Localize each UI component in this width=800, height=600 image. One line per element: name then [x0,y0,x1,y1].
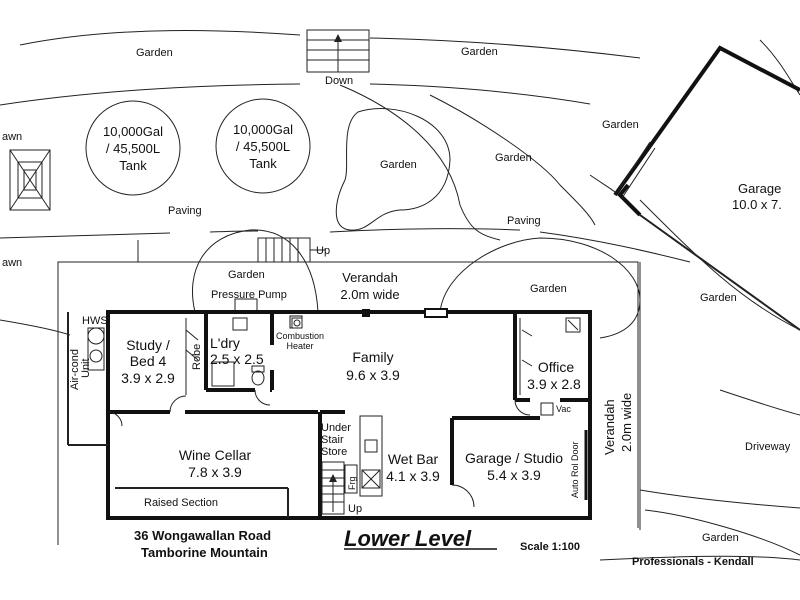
garden-bottom-label: Garden [702,532,739,544]
raised-section-label: Raised Section [144,497,218,509]
driveway-label: Driveway [745,441,791,453]
aircond-label-1: Air-cond [69,349,81,390]
credit-label: Professionals - Kendall [632,556,754,568]
aircond-label-2: Unit [80,358,92,378]
combustion-heater [291,317,303,329]
robe-label: Robe [191,344,203,370]
verandah-right-line1: Verandah [602,399,617,455]
garden-front-label: Garden [228,269,265,281]
auto-roller-door [584,430,590,500]
garden-label-top-left: Garden [136,47,173,59]
office-label-line2: 3.9 x 2.8 [527,376,581,392]
laundry-fixtures [211,317,265,387]
verandah-right-line2: 2.0m wide [619,393,634,452]
water-tank-left [85,100,181,196]
laundry-label-line1: L'dry [210,335,240,351]
garden-bed-kidney [335,108,451,231]
stair-up-inner-label: Up [348,503,362,515]
garage-label-line2: 10.0 x 7. [732,197,782,212]
lawn-feature [9,149,51,211]
under-stair-label-1: Under [321,422,351,434]
tank-right-line1: 10,000Gal [233,122,293,137]
fridge-label: Frg [347,477,357,491]
stair-down-label: Down [325,75,353,87]
wetbar-fixtures [344,415,383,497]
tank-right-line3: Tank [249,156,277,171]
garden-verandah-right-label: Garden [530,283,567,295]
lawn-label-top: awn [2,131,22,143]
address-line1: 36 Wongawallan Road [134,528,271,543]
garden-garage-label: Garden [700,292,737,304]
vac-box [540,402,554,416]
vac-label: Vac [556,404,571,414]
study-label-line2: Bed 4 [130,353,167,369]
robe-closet [185,318,199,395]
pressure-pump-label: Pressure Pump [211,289,287,301]
wine-cellar-label-line1: Wine Cellar [179,447,252,463]
verandah-top-line1: Verandah [342,270,398,285]
family-label-line1: Family [352,349,393,365]
office-closet [519,317,581,395]
study-label-line3: 3.9 x 2.9 [121,370,175,386]
building-walls [67,310,592,520]
family-label-line2: 9.6 x 3.9 [346,367,400,383]
scale-label: Scale 1:100 [520,541,580,553]
page-title: Lower Level [344,526,472,551]
garage-studio-label-line1: Garage / Studio [465,450,563,466]
under-stair-label-3: Store [321,446,347,458]
verandah-top-line2: 2.0m wide [340,287,399,302]
study-label-line1: Study / [126,337,170,353]
heater-label-line2: Heater [286,341,313,351]
garage-outline [613,45,800,331]
laundry-label-line2: 2.5 x 2.5 [210,351,264,367]
tank-left-line3: Tank [119,158,147,173]
garden-bed-label-1: Garden [380,159,417,171]
wetbar-label-line2: 4.1 x 3.9 [386,468,440,484]
right-garden-arc [439,237,641,339]
address-line2: Tamborine Mountain [141,545,268,560]
paving-label-left: Paving [168,205,202,217]
garage-studio-label-line2: 5.4 x 3.9 [487,467,541,483]
door-swings [107,389,531,508]
tank-right-line2: / 45,500L [236,139,290,154]
wine-cellar-label-line2: 7.8 x 3.9 [188,464,242,480]
stair-up-inner [321,461,345,515]
paving-label-right: Paving [507,215,541,227]
front-garden-arc [191,229,319,313]
heater-label-line1: Combustion [276,331,324,341]
stair-up-front-label: Up [316,245,330,257]
garden-bed-label-2: Garden [495,152,532,164]
verandah-outline [57,240,641,545]
tank-left-line1: 10,000Gal [103,124,163,139]
lawn-label-mid: awn [2,257,22,269]
stair-up-front [257,237,325,263]
garage-label-line1: Garage [738,181,781,196]
office-label-line1: Office [538,359,575,375]
stair-down [306,29,370,73]
garden-label-right-top: Garden [602,119,639,131]
hws-unit [87,327,105,371]
garden-label-top-right: Garden [461,46,498,58]
under-stair-label-2: Stair [321,434,344,446]
tank-left-line2: / 45,500L [106,141,160,156]
hws-label: HWS [82,315,108,327]
wetbar-label-line1: Wet Bar [388,451,439,467]
landscape-lines [0,30,800,561]
water-tank-right [215,98,311,194]
auto-roller-door-label: Auto Rol Door [570,441,580,498]
